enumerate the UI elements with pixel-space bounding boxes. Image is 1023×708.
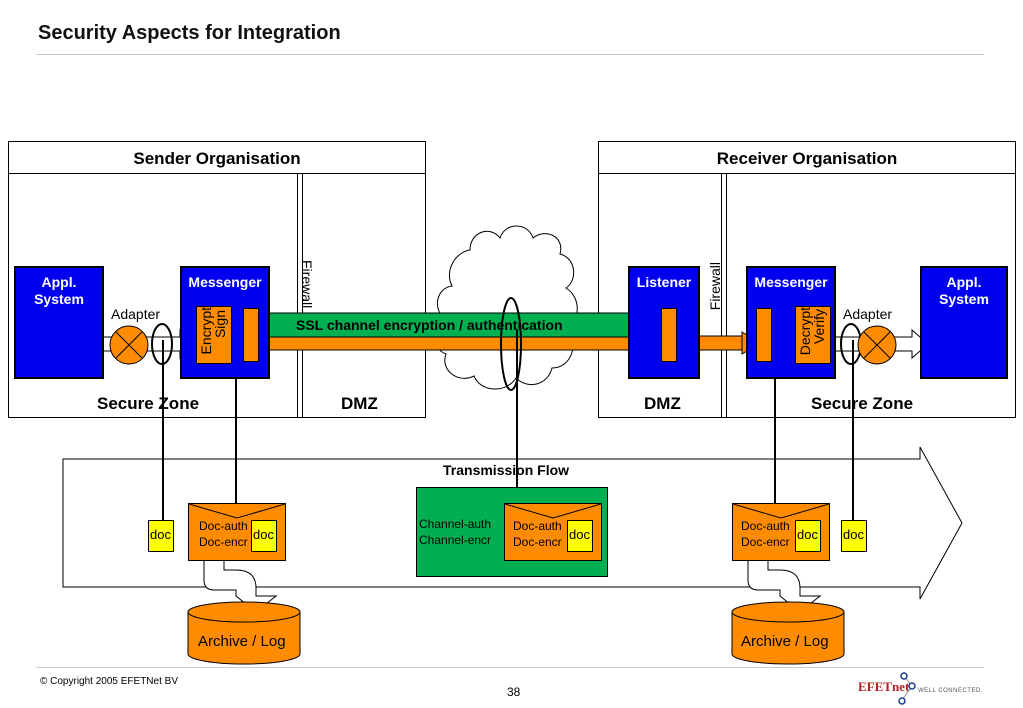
envelope-flap-icon (189, 504, 285, 519)
channel-encr-label: Channel-encr (419, 533, 492, 547)
receiver-adapter-label: Adapter (843, 306, 893, 322)
sign-label: Sign (212, 310, 228, 339)
sender-messenger-label: Messenger (188, 274, 262, 290)
sign-encrypt-block: Sign Encrypt (196, 306, 232, 364)
sender-envelope-doc-label: doc (253, 527, 274, 542)
channel-doc-auth: Doc-auth (513, 519, 562, 533)
sender-appl-system-label: Appl. System (34, 274, 84, 307)
sender-appl-system: Appl. System (14, 266, 104, 379)
page-title: Security Aspects for Integration (38, 22, 341, 44)
efetnet-logo-tagline: WELL CONNECTED. (918, 688, 983, 694)
sender-archive-cylinder-icon (187, 601, 301, 665)
receiver-appl-system: Appl. System (920, 266, 1008, 379)
copyright-text: © Copyright 2005 EFETNet BV (40, 676, 178, 687)
encrypt-label: Encrypt (198, 307, 214, 355)
receiver-envelope: Doc-auth Doc-encr doc (732, 503, 830, 561)
receiver-archive-log-label: Archive / Log (741, 633, 829, 650)
receiver-envelope-doc: doc (795, 520, 821, 552)
channel-box: Channel-auth Channel-encr Doc-auth Doc-e… (416, 487, 608, 577)
receiver-plain-doc-label: doc (843, 527, 864, 542)
receiver-firewall-label: Firewall (707, 262, 723, 311)
efetnet-logo-mark-icon (898, 672, 916, 705)
sender-header-divider (9, 173, 425, 174)
page-number: 38 (507, 685, 521, 699)
verify-label: Verify (811, 309, 827, 345)
sender-firewall-label: Firewall (299, 260, 315, 309)
efetnet-logo-name: EFETnet (858, 679, 910, 694)
receiver-dmz-label: DMZ (644, 394, 681, 413)
sender-adapter-icon (109, 325, 149, 365)
receiver-messenger-port (756, 308, 772, 362)
receiver-adapter-icon (857, 325, 897, 365)
channel-envelope: Doc-auth Doc-encr doc (504, 503, 602, 561)
sender-secure-zone-label: Secure Zone (97, 394, 200, 413)
receiver-envelope-doc-label: doc (797, 527, 818, 542)
receiver-archive-arrow (747, 559, 822, 613)
receiver-doc-auth: Doc-auth (741, 519, 790, 533)
channel-auth-label: Channel-auth (419, 517, 492, 531)
receiver-doc-encr: Doc-encr (741, 535, 790, 549)
receiver-appl-system-label: Appl. System (939, 274, 989, 307)
ssl-channel-label: SSL channel encryption / authentication (296, 317, 563, 333)
sender-archive-log-label: Archive / Log (198, 633, 286, 650)
envelope-flap-icon (733, 504, 829, 519)
receiver-secure-zone-label: Secure Zone (811, 394, 914, 413)
sender-envelope-doc: doc (251, 520, 277, 552)
receiver-listener-label: Listener (636, 274, 692, 290)
receiver-plain-doc: doc (841, 520, 867, 552)
decrypt-label: Decrypt (797, 307, 813, 356)
channel-envelope-doc: doc (567, 520, 593, 552)
cloud-loop (500, 297, 522, 391)
receiver-messenger-label: Messenger (754, 274, 828, 290)
sender-doc-auth: Doc-auth (199, 519, 248, 533)
footer-divider (36, 667, 984, 668)
sender-firewall-wall (297, 173, 303, 417)
decrypt-verify-block: Decrypt Verify (795, 306, 831, 364)
envelope-flap-icon (505, 504, 601, 519)
sender-organisation-title: Sender Organisation (133, 149, 301, 168)
sender-messenger-port (243, 308, 259, 362)
sender-doc-encr: Doc-encr (199, 535, 248, 549)
sender-adapter-loop (151, 323, 173, 365)
sender-envelope: Doc-auth Doc-encr doc (188, 503, 286, 561)
receiver-organisation-title: Receiver Organisation (716, 149, 898, 168)
channel-envelope-doc-label: doc (569, 527, 590, 542)
receiver-header-divider (599, 173, 1015, 174)
title-divider (36, 54, 984, 55)
sender-plain-doc: doc (148, 520, 174, 552)
efetnet-logo: EFETnet WELL CONNECTED. (858, 670, 988, 708)
receiver-archive-cylinder-icon (731, 601, 845, 665)
receiver-listener-port (661, 308, 677, 362)
receiver-firewall-wall (721, 173, 727, 417)
sender-archive-arrow (203, 559, 278, 613)
sender-adapter-label: Adapter (111, 306, 161, 322)
transmission-flow-label: Transmission Flow (443, 462, 570, 478)
sender-plain-doc-label: doc (150, 527, 171, 542)
channel-doc-encr: Doc-encr (513, 535, 562, 549)
sender-dmz-label: DMZ (341, 394, 378, 413)
